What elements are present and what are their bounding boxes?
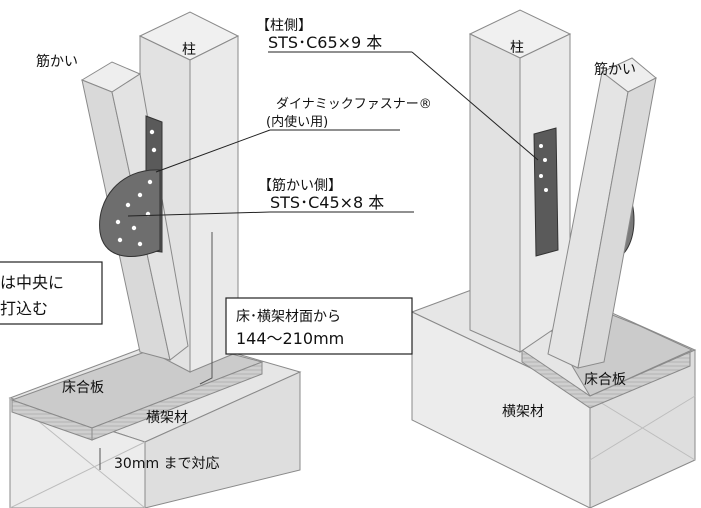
product-note: (内使い用) bbox=[266, 114, 328, 130]
center-callout-box bbox=[0, 261, 103, 325]
left-post-label: 柱 bbox=[182, 42, 196, 58]
right-beam-label: 横架材 bbox=[502, 404, 544, 420]
brace-side-title: 【筋かい側】 bbox=[258, 177, 342, 194]
brace-side-spec: STS･C45×8 本 bbox=[270, 193, 384, 212]
left-beam-label: 横架材 bbox=[146, 410, 188, 426]
right-floor-board-label: 床合板 bbox=[584, 372, 626, 388]
center-callout-line2: 打込む bbox=[0, 299, 48, 318]
right-post-front bbox=[469, 33, 521, 353]
height-box-line1: 床･横架材面から bbox=[236, 309, 341, 325]
board-thickness-note: 30mm まで対応 bbox=[114, 456, 220, 472]
center-callout-line1: は中央に bbox=[0, 273, 64, 292]
post-side-spec: STS･C65×9 本 bbox=[268, 33, 382, 52]
height-range-box bbox=[225, 297, 413, 355]
right-assembly bbox=[410, 9, 697, 508]
left-floor-board-label: 床合板 bbox=[62, 380, 104, 396]
right-fastener-screws bbox=[539, 144, 548, 192]
post-side-title: 【柱側】 bbox=[256, 18, 312, 34]
right-brace-label: 筋かい bbox=[594, 61, 636, 78]
left-assembly bbox=[8, 11, 302, 508]
product-name: ダイナミックファスナー® bbox=[276, 97, 432, 112]
left-brace-label: 筋かい bbox=[36, 53, 78, 70]
left-fastener-disc bbox=[99, 169, 161, 257]
left-beam-side bbox=[144, 371, 301, 508]
height-box-line2: 144～210mm bbox=[236, 329, 344, 348]
right-post-label: 柱 bbox=[510, 40, 524, 56]
right-floor-board-edge bbox=[521, 349, 691, 409]
leader-lines bbox=[127, 51, 539, 217]
right-brace-side bbox=[577, 77, 657, 369]
